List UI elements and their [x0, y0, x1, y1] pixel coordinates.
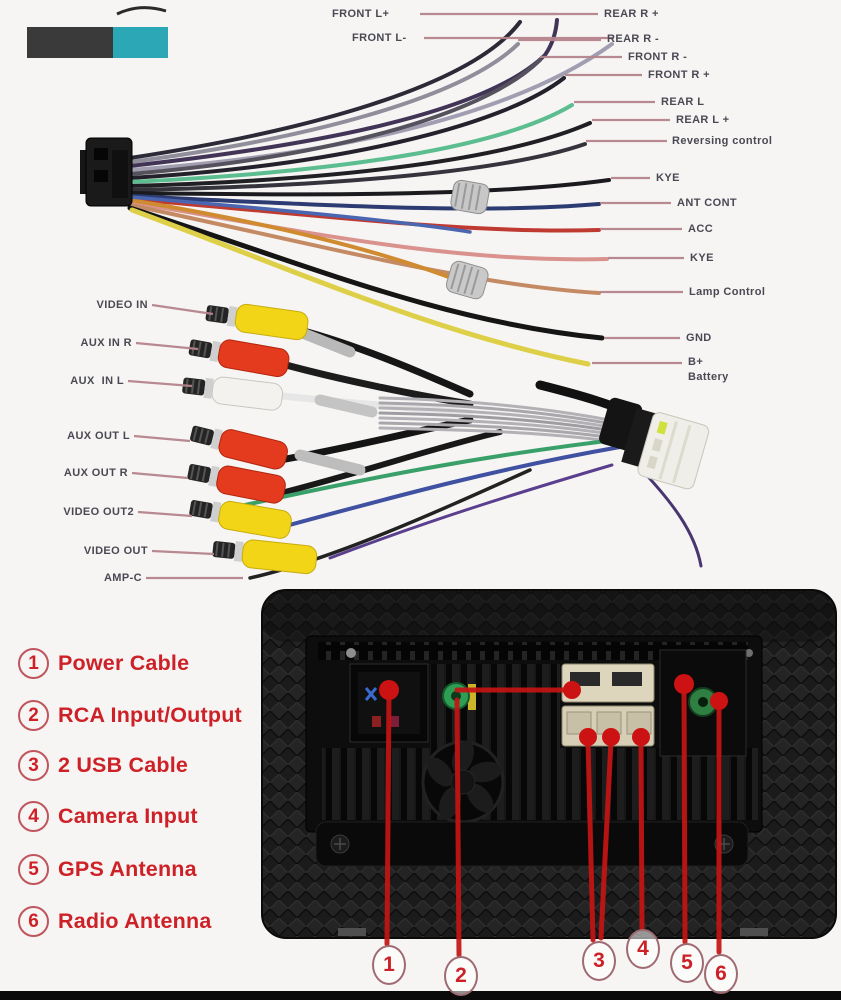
callout-lines	[384, 685, 722, 958]
label-rear-l-plus: REAR L +	[676, 114, 730, 126]
legend-item-usb-cable: 3 2 USB Cable	[18, 750, 188, 781]
rca-video-out2	[189, 500, 292, 539]
crimp-clamp-lower	[445, 260, 489, 300]
bottom-strip	[0, 991, 841, 1000]
legend-label-1: Power Cable	[58, 651, 190, 675]
label-rear-l: REAR L	[661, 96, 705, 108]
label-video-out2: VIDEO OUT2	[63, 506, 134, 518]
label-gnd: GND	[686, 332, 712, 344]
label-front-r-minus: FRONT R -	[628, 51, 688, 63]
antenna-block	[659, 649, 747, 757]
callout-circle-6: 6	[704, 954, 738, 994]
rca-aux-out-r	[187, 464, 286, 504]
rca-aux-in-l	[182, 376, 284, 411]
banner-teal-swatch	[113, 27, 168, 58]
label-b-plus: B+	[688, 356, 704, 368]
callout-dots	[379, 674, 728, 746]
label-kye-1: KYE	[656, 172, 680, 184]
label-kye-2: KYE	[690, 252, 714, 264]
swoosh-arc	[116, 6, 167, 16]
legend-item-radio-antenna: 6 Radio Antenna	[18, 906, 212, 937]
legend-item-power-cable: 1 Power Cable	[18, 648, 189, 679]
label-aux-in-r: AUX IN R	[80, 337, 132, 349]
label-video-out: VIDEO OUT	[83, 545, 148, 557]
callout-circle-1: 1	[372, 945, 406, 985]
head-unit	[261, 589, 837, 939]
callout-circle-3: 3	[582, 941, 616, 981]
legend-num-1: 1	[18, 648, 49, 679]
label-aux-out-l: AUX OUT L	[67, 430, 130, 442]
label-aux-out-r: AUX OUT R	[63, 467, 128, 479]
callout-circle-5: 5	[670, 943, 704, 983]
legend-num-3: 3	[18, 750, 49, 781]
label-battery: Battery	[688, 371, 729, 383]
legend-label-3: 2 USB Cable	[58, 753, 189, 777]
label-video-in: VIDEO IN	[96, 299, 148, 311]
label-acc: ACC	[688, 223, 714, 235]
crimp-clamp-upper	[450, 179, 490, 215]
legend-label-6: Radio Antenna	[58, 909, 212, 933]
harness-white-connector	[599, 397, 710, 490]
callout-circle-2: 2	[444, 956, 478, 996]
legend-label-2: RCA Input/Output	[58, 703, 242, 727]
label-rear-r-plus: REAR R +	[604, 8, 659, 20]
banner-dark-swatch	[27, 27, 113, 58]
harness-wires	[127, 18, 614, 367]
label-front-l-plus: FRONT L+	[332, 8, 390, 20]
legend-num-4: 4	[18, 801, 49, 832]
rca-aux-out-l	[190, 425, 288, 470]
label-lamp-control: Lamp Control	[689, 286, 766, 298]
rca-video-out	[212, 539, 318, 575]
legend-label-5: GPS Antenna	[58, 857, 197, 881]
label-front-l-minus: FRONT L-	[352, 32, 407, 44]
legend-num-2: 2	[18, 700, 49, 731]
legend-item-gps-antenna: 5 GPS Antenna	[18, 854, 197, 885]
legend-item-rca-io: 2 RCA Input/Output	[18, 700, 242, 731]
leader-lines	[127, 12, 684, 580]
legend-num-5: 5	[18, 854, 49, 885]
label-aux-in-l: AUX IN L	[70, 375, 124, 387]
legend-num-6: 6	[18, 906, 49, 937]
callout-circle-4: 4	[626, 929, 660, 969]
legend-item-camera-input: 4 Camera Input	[18, 801, 198, 832]
rca-video-in	[205, 303, 309, 341]
label-ant-cont: ANT CONT	[677, 197, 738, 209]
rca-aux-in-r	[188, 339, 290, 377]
legend-label-4: Camera Input	[58, 804, 198, 828]
label-amp-c: AMP-C	[103, 572, 142, 584]
harness-connector	[80, 137, 133, 207]
label-rear-r-minus: REAR R -	[607, 33, 660, 45]
label-front-r-plus: FRONT R +	[648, 69, 710, 81]
label-reversing-control: Reversing control	[672, 135, 773, 147]
